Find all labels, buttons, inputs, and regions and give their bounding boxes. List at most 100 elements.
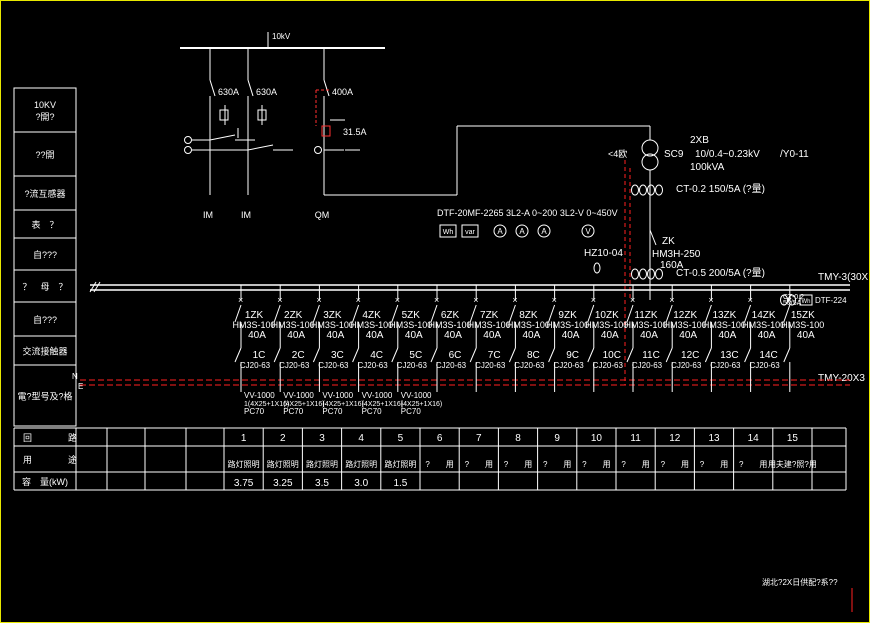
branch-contactor-label: 1C [253, 350, 266, 361]
breaker-cross: × [708, 295, 713, 305]
left-label: 10KV [34, 100, 56, 110]
meter-icon-label: A [519, 227, 525, 236]
hz-label: HZ10-04 [584, 248, 623, 259]
earth-switch [247, 144, 274, 151]
branch-cj-label: CJ20-63 [240, 361, 271, 370]
branch-breaker-blade [273, 304, 281, 323]
branch-model-label: HM3S-100 [781, 320, 824, 330]
branch-cj-label: CJ20-63 [749, 361, 780, 370]
branch-cj-label: CJ20-63 [318, 361, 349, 370]
branch-cj-label: CJ20-63 [357, 361, 388, 370]
table-use: ? 用 [582, 460, 610, 469]
branch-contactor-label: 3C [331, 350, 344, 361]
branch-breaker-blade [704, 304, 712, 323]
ct-icon [788, 294, 796, 306]
cable-pc: PC70 [322, 407, 343, 416]
branch-amp-label: 40A [562, 330, 580, 341]
branch-breaker-blade [508, 304, 516, 323]
branch-zk-label: 9ZK [558, 310, 577, 321]
branch-amp-label: 40A [327, 330, 345, 341]
busbar-upper-label: TMY-3(30X [818, 272, 869, 283]
meter-box [799, 294, 813, 306]
branch-cj-label: CJ20-63 [279, 361, 310, 370]
transformer-icon [641, 139, 659, 157]
branch-breaker-blade [312, 304, 320, 323]
earth-icon [184, 136, 192, 144]
cable-type: VV-1000 [362, 391, 393, 400]
hv-switch-blade [323, 79, 330, 97]
cable-spec: 1(4X25+1X16) [244, 401, 289, 408]
branch-contactor-label: 8C [527, 350, 540, 361]
branch-model-label: HM3S-100 [428, 320, 471, 330]
cable-pc: PC70 [283, 407, 304, 416]
cable-spec: (4X25+1X16) [362, 401, 403, 408]
contactor-blade [508, 347, 516, 363]
branch-cj-label: CJ20-63 [710, 361, 741, 370]
contactor-blade [665, 347, 673, 363]
left-label: 自??? [33, 314, 57, 325]
main-rating: 160A [660, 260, 684, 271]
left-label: ??開 [35, 150, 54, 160]
ct-icon [655, 184, 663, 196]
meter-box [461, 224, 479, 238]
breaker-cross: × [512, 295, 517, 305]
table-circuit-number: 1 [241, 433, 247, 444]
table-circuit-number: 7 [476, 433, 482, 444]
neutral-label: <4欧 [608, 148, 627, 159]
branch-model-label: HM3S-100 [624, 320, 667, 330]
cable-type: VV-1000 [401, 391, 432, 400]
branch-cj-label: CJ20-63 [475, 361, 506, 370]
main-model: HM3H-250 [652, 249, 701, 260]
breaker-cross: × [238, 295, 243, 305]
aux-box [257, 109, 267, 121]
left-label: ?開? [35, 112, 54, 122]
contactor-blade [352, 347, 360, 363]
table-use: ? 用 [700, 460, 728, 469]
branch-amp-label: 40A [758, 330, 776, 341]
branch-breaker-blade [744, 304, 752, 323]
table-circuit-number: 10 [591, 433, 603, 444]
table-circuit-number: 5 [398, 433, 404, 444]
table-use: 用夫建?照?用 [768, 459, 817, 469]
breaker-cross: × [591, 295, 596, 305]
branch-cj-label: CJ20-63 [514, 361, 545, 370]
breaker-cross: × [748, 295, 753, 305]
table-use: ? 用 [621, 460, 649, 469]
earth-switch [209, 134, 236, 141]
contactor-blade [626, 347, 634, 363]
branch-contactor-label: 12C [681, 350, 699, 361]
table-circuit-number: 8 [515, 433, 521, 444]
branch-zk-label: 15ZK [791, 310, 815, 321]
right-ct-label: CT-0.2 [783, 294, 804, 301]
branch-contactor-label: 4C [370, 350, 383, 361]
hv-feeder-label: QM [315, 210, 330, 220]
left-label-cell [13, 87, 77, 133]
branch-model-label: HM3S-100 [546, 320, 589, 330]
branch-contactor-label: 7C [488, 350, 501, 361]
earth-icon [184, 146, 192, 154]
table-circuit-number: 15 [787, 433, 799, 444]
transformer-vector: /Y0-11 [780, 149, 809, 160]
branch-model-label: HM3S-100 [585, 320, 628, 330]
left-label: ？ 母 ？ [22, 282, 67, 292]
branch-zk-label: 6ZK [441, 310, 460, 321]
branch-model-label: HM3S-100 [272, 320, 315, 330]
branch-breaker-blade [665, 304, 673, 323]
branch-amp-label: 40A [601, 330, 619, 341]
table-use: ? 用 [465, 460, 493, 469]
branch-contactor-label: 10C [603, 350, 621, 361]
breaker-cross: × [434, 295, 439, 305]
branch-contactor-label: 11C [642, 350, 660, 361]
branch-contactor-label: 6C [449, 350, 462, 361]
branch-amp-label: 40A [287, 330, 305, 341]
left-label: 交流接触器 [22, 346, 67, 357]
left-label: 表 ？ [31, 219, 58, 230]
table-use: 路灯照明 [345, 459, 377, 469]
table-capacity: 3.75 [234, 478, 254, 489]
table-header-use: 用 途 [23, 454, 77, 465]
cable-spec: (4X25+1X16) [401, 401, 442, 408]
meter-box [439, 224, 457, 238]
breaker-cross: × [669, 295, 674, 305]
meter-icon-label: A [541, 227, 547, 236]
